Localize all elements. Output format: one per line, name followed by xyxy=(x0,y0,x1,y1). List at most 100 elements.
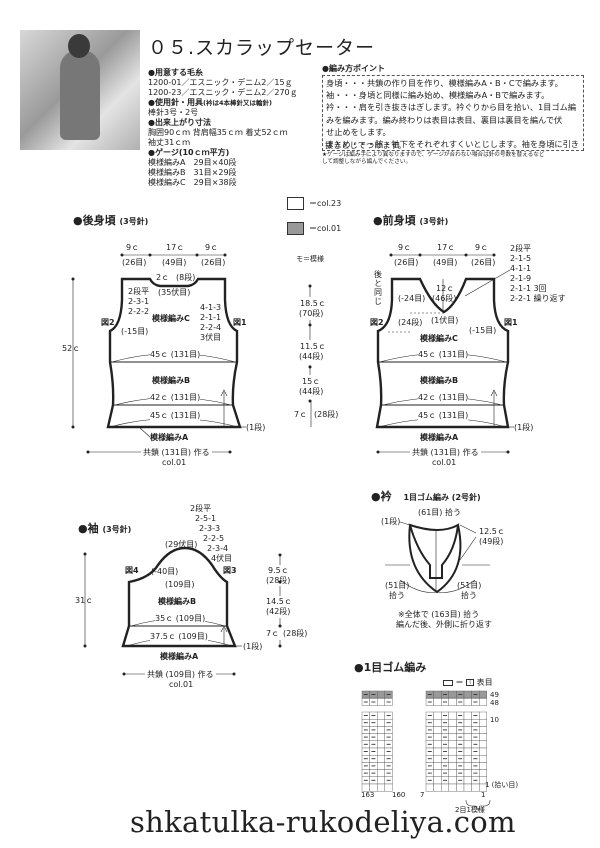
center-measure: (44段) xyxy=(299,352,324,361)
rib-cell xyxy=(433,733,442,741)
back-pattern-b: 模様編みB xyxy=(152,376,191,385)
rib-cell xyxy=(463,769,472,777)
sleeve-row1: (1段) xyxy=(243,642,263,651)
front-dec24: (-24目) xyxy=(398,294,426,303)
rib-cell xyxy=(479,769,488,777)
back-measure: 42ｃ (131目) xyxy=(150,393,201,403)
front-heading: ●前身頃 (3号針) xyxy=(373,212,448,228)
back-heading: ●後身頃 (3号針) xyxy=(73,212,148,228)
collar-heading: ●衿 1目ゴム編み (2号針) xyxy=(371,488,481,504)
rib-cell xyxy=(433,783,442,792)
front-fig2: 図2 xyxy=(370,318,384,327)
front-pattern-c: 模様編みC xyxy=(420,334,458,343)
rib-cell xyxy=(479,711,488,720)
point-line: まとめ・・・脇・袖下をそれぞれすくいとじします。袖を身頃に引き xyxy=(326,139,579,150)
sleeve-measure: 37.5ｃ (109目) xyxy=(150,632,208,642)
front-measure: 45ｃ (131目) xyxy=(418,350,469,360)
rib-row-label: 49 xyxy=(490,691,499,699)
rib-cell xyxy=(463,690,472,699)
rib-cell xyxy=(384,783,393,792)
point-line: せ止めをします。 xyxy=(326,126,391,137)
rib-cell xyxy=(479,762,488,770)
size-2: 袖丈31ｃｍ xyxy=(148,138,191,147)
rib-cell xyxy=(448,690,457,699)
center-measure: 7ｃ xyxy=(294,410,308,419)
rib-col-label: 160 xyxy=(392,791,406,799)
sleeve-height: 31ｃ xyxy=(75,596,94,605)
rib-cell xyxy=(463,783,472,792)
collar-right-pick: (51目) xyxy=(457,581,482,590)
collar-left-pick: (51目) xyxy=(385,581,410,590)
rib-cell xyxy=(479,740,488,749)
rib-cell xyxy=(463,726,472,734)
rib-cell xyxy=(433,740,442,749)
front-stitches: (26目) xyxy=(394,258,419,267)
sleeve-heading-text: ●袖 xyxy=(78,522,99,535)
sleeve-cap-dec: 2-2-5 xyxy=(203,534,225,543)
rib-cell xyxy=(377,733,386,741)
rib-cell xyxy=(479,747,488,756)
center-measure: 15ｃ xyxy=(302,377,321,386)
front-neck-dec: 2-1-1 3回 xyxy=(510,284,547,293)
front-dec15: (-15目) xyxy=(469,326,497,335)
front-pattern-b: 模様編みB xyxy=(420,376,459,385)
model-photo xyxy=(20,30,140,150)
rib-cell xyxy=(433,726,442,734)
gauge-c: 模様編みC 29目×38段 xyxy=(148,178,237,187)
back-dec: 2-3-1 xyxy=(128,297,150,306)
sleeve-dec40: (-40目) xyxy=(151,567,179,576)
front-cast-on: 共鎖 (131目) 作る xyxy=(410,448,481,458)
rib-cell xyxy=(433,776,442,785)
back-fig1: 図1 xyxy=(233,318,247,327)
rib-cell xyxy=(463,762,472,770)
gauge-b: 模様編みB 31目×29段 xyxy=(148,168,237,177)
rib-cell xyxy=(448,762,457,770)
rib-cell xyxy=(456,783,465,792)
sleeve-fig4: 図4 xyxy=(125,566,139,575)
rib-cell xyxy=(433,690,442,699)
gauge-note-2: して調整しながら編んでください。 xyxy=(322,159,412,165)
rib-cell xyxy=(448,755,457,763)
rib-cell xyxy=(377,698,386,706)
rib-cell xyxy=(433,698,442,706)
rib-cell xyxy=(463,733,472,741)
collar-sub: 1目ゴム編み (2号針) xyxy=(403,493,481,502)
rib-cell xyxy=(377,783,386,792)
sleeve-rows: (42段) xyxy=(266,607,291,616)
rib-heading: ●1目ゴム編み xyxy=(354,661,427,674)
rib-cell xyxy=(433,747,442,756)
rib-cell xyxy=(377,762,386,770)
rib-cell xyxy=(471,783,480,792)
sleeve-rows: (28段) xyxy=(283,629,308,638)
rib-cell xyxy=(448,783,457,792)
front-stitches: (26目) xyxy=(471,258,496,267)
back-cast-on: 共鎖 (131目) 作る xyxy=(141,448,212,458)
rib-cell xyxy=(463,747,472,756)
sleeve-pattern-a: 模様編みA xyxy=(160,652,199,661)
collar-height: 12.5ｃ xyxy=(479,527,505,536)
front-width: 9ｃ xyxy=(398,243,412,252)
back-width: 17ｃ xyxy=(166,243,185,252)
points-heading: ●編み方ポイント xyxy=(322,64,385,73)
back-dec: 2-2-2 xyxy=(128,307,150,316)
front-bindoff1: (1伏目) xyxy=(431,316,459,325)
rib-row-label: 48 xyxy=(490,699,499,707)
rib-cell xyxy=(479,719,488,727)
back-neck-bindoff: (35伏目) xyxy=(158,288,191,297)
sleeve-measure: 35ｃ (109目) xyxy=(155,614,206,624)
watermark: shkatulka-rukodeliya.com xyxy=(130,805,516,839)
yarn-1: 1200-01／エスニック・デニム2／15ｇ xyxy=(148,78,293,87)
front-measure: 45ｃ (131目) xyxy=(418,411,469,421)
rib-col-label: 1 xyxy=(481,791,486,799)
rib-cell xyxy=(433,719,442,727)
point-line: みを編みます。編み終わりは表目は表目、裏目は裏目を編んで伏 xyxy=(326,114,563,125)
back-stitches: (26目) xyxy=(201,258,226,267)
legend-col01: ＝col.01 xyxy=(309,224,342,233)
size-1: 胸囲90ｃｍ 背肩幅35ｃｍ 着丈52ｃｍ xyxy=(148,128,288,137)
rib-cell xyxy=(377,755,386,763)
front-width: 17ｃ xyxy=(437,243,456,252)
front-stitches: (49目) xyxy=(433,258,458,267)
rib-key-eq: ＝ xyxy=(455,678,464,687)
front-measure: 42ｃ (131目) xyxy=(418,393,469,403)
rib-cell xyxy=(433,762,442,770)
